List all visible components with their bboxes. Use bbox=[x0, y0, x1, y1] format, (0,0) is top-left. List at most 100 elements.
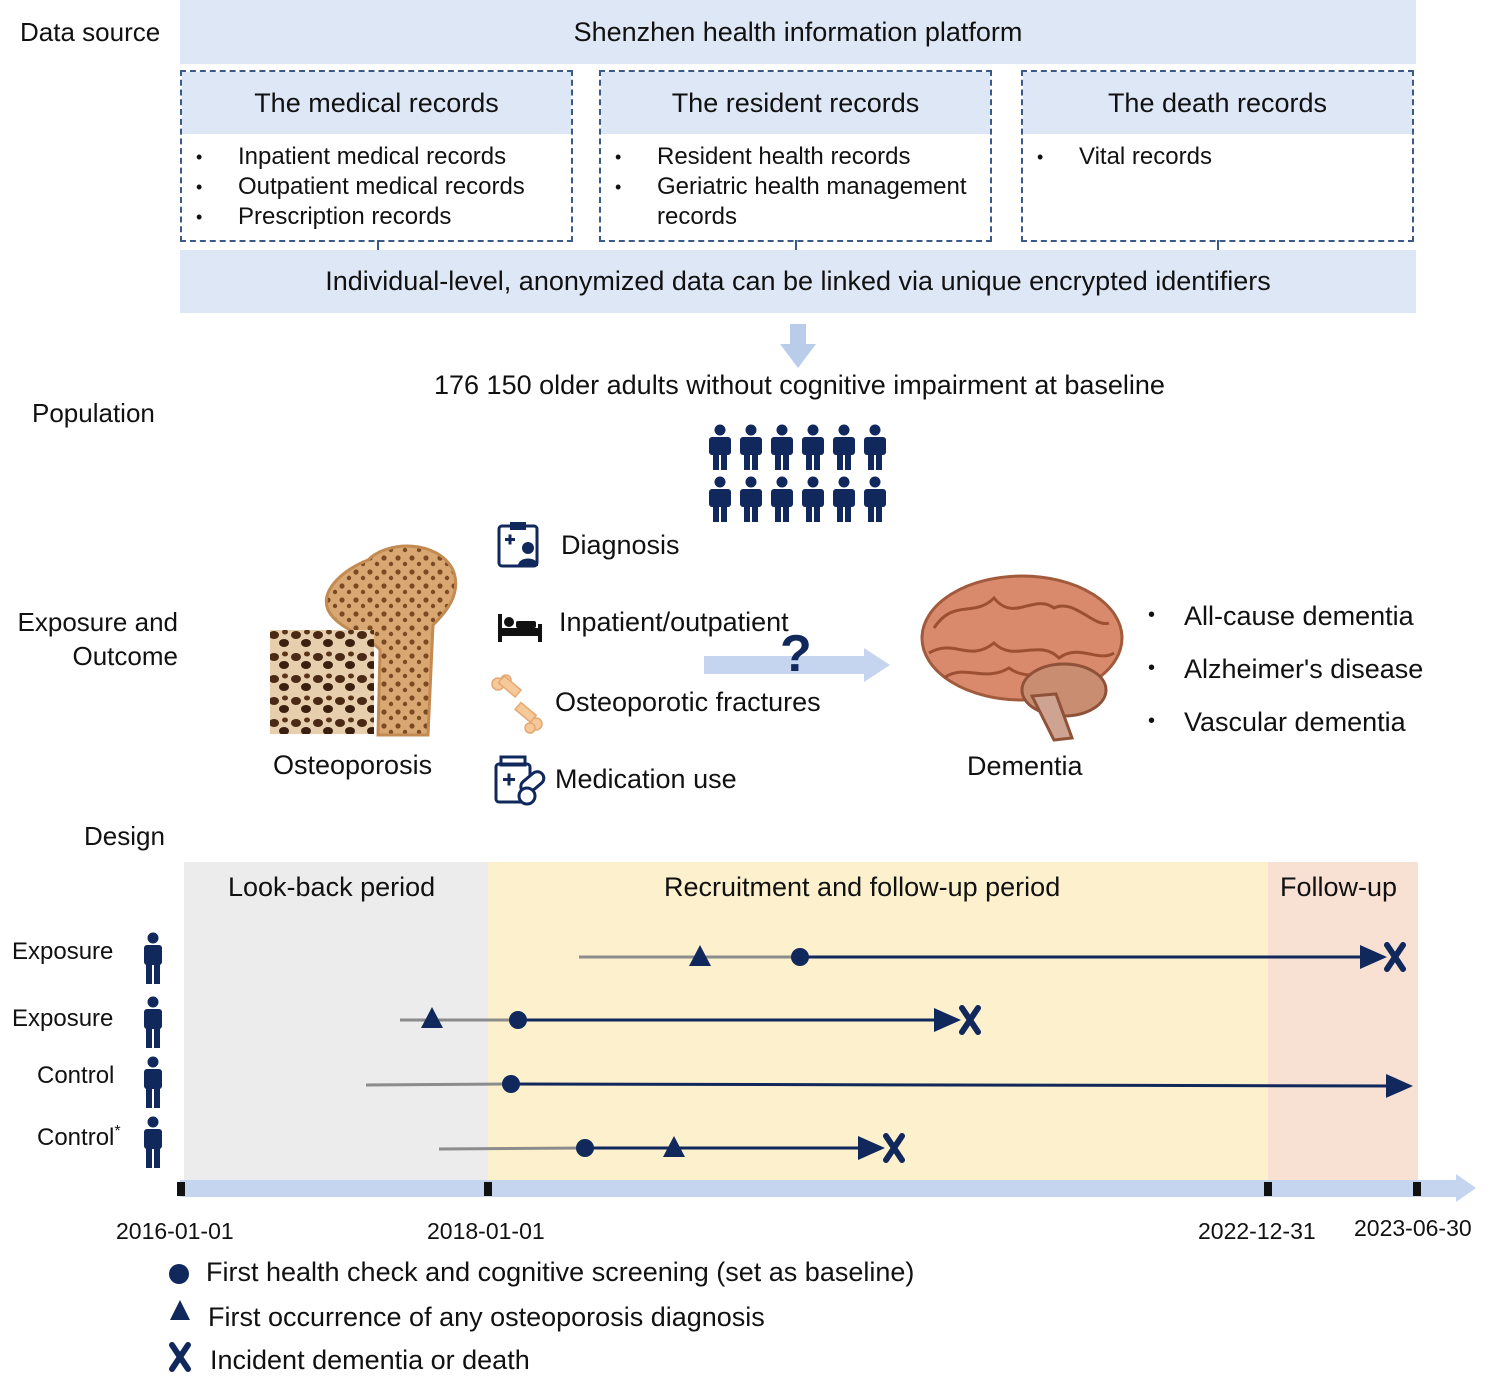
person-icon bbox=[144, 1116, 162, 1168]
hospital-bed-icon bbox=[498, 614, 542, 642]
axis-tick bbox=[484, 1182, 492, 1196]
baseline-circle-marker bbox=[502, 1075, 520, 1093]
person-icon bbox=[802, 476, 824, 522]
person-icon bbox=[144, 996, 162, 1048]
resident-records-box: The resident records Resident health rec… bbox=[599, 70, 992, 242]
osteoporosis-bone-icon bbox=[270, 544, 458, 737]
platform-title: Shenzhen health information platform bbox=[573, 17, 1023, 47]
down-arrow-icon bbox=[780, 324, 816, 368]
osteoporosis-triangle-marker bbox=[663, 1136, 685, 1157]
legend-triangle-icon bbox=[170, 1300, 190, 1320]
axis-tick bbox=[1264, 1182, 1272, 1196]
death-records-box: The death records Vital records bbox=[1021, 70, 1414, 242]
death-records-list: Vital records bbox=[1023, 142, 1412, 172]
period-label-followup: Follow-up bbox=[1280, 872, 1398, 902]
person-icon bbox=[771, 476, 793, 522]
fracture-bone-icon bbox=[491, 674, 543, 734]
person-icon bbox=[864, 424, 886, 470]
linkage-text: Individual-level, anonymized data can be… bbox=[325, 266, 1271, 296]
axis-tick bbox=[177, 1182, 185, 1196]
legend-dementia-death: Incident dementia or death bbox=[210, 1345, 530, 1375]
person-icon bbox=[709, 424, 731, 470]
exposure-item-medication-use: Medication use bbox=[555, 764, 737, 794]
exposure-item-diagnosis: Diagnosis bbox=[561, 530, 680, 560]
period-label-recruitment: Recruitment and follow-up period bbox=[664, 872, 1061, 902]
row-label-exposure-1: Exposure bbox=[12, 938, 114, 965]
association-arrow-icon bbox=[704, 648, 890, 682]
dementia-x-marker bbox=[1387, 945, 1403, 969]
exposure-item-osteoporotic-fractures: Osteoporotic fractures bbox=[555, 687, 821, 717]
time-axis bbox=[180, 1180, 1458, 1197]
list-item: Alzheimer's disease bbox=[1148, 654, 1423, 707]
row-label-control-2-text: Control bbox=[37, 1124, 115, 1151]
person-icon bbox=[709, 476, 731, 522]
period-followup bbox=[1268, 862, 1418, 1180]
list-item: Prescription records bbox=[196, 202, 571, 232]
exposure-item-inpatient-outpatient: Inpatient/outpatient bbox=[559, 607, 789, 637]
date-start: 2016-01-01 bbox=[116, 1218, 234, 1244]
baseline-circle-marker bbox=[509, 1011, 527, 1029]
list-item: Outpatient medical records bbox=[196, 172, 571, 202]
section-label-exposure-outcome: Exposure and Outcome bbox=[17, 607, 178, 671]
people-crowd-icon bbox=[709, 424, 886, 522]
medical-records-box: The medical records Inpatient medical re… bbox=[180, 70, 573, 242]
list-item: Vascular dementia bbox=[1148, 707, 1423, 760]
list-item: Resident health records bbox=[615, 142, 986, 172]
person-icon bbox=[740, 476, 762, 522]
list-item: Vital records bbox=[1037, 142, 1412, 172]
osteoporosis-triangle-marker bbox=[421, 1007, 443, 1028]
prebaseline-line bbox=[438, 1146, 586, 1151]
resident-records-list: Resident health records Geriatric health… bbox=[601, 142, 990, 232]
time-axis-arrow bbox=[1456, 1174, 1476, 1202]
legend-circle-icon bbox=[169, 1264, 189, 1284]
legend-baseline: First health check and cognitive screeni… bbox=[206, 1257, 915, 1287]
date-recruit-end: 2022-12-31 bbox=[1198, 1218, 1316, 1244]
diagnosis-icon bbox=[497, 522, 539, 568]
brain-icon bbox=[920, 574, 1124, 742]
resident-records-title: The resident records bbox=[601, 72, 990, 134]
prebaseline-line bbox=[365, 1082, 512, 1087]
section-label-population: Population bbox=[32, 398, 155, 428]
row-label-exposure-2: Exposure bbox=[12, 1005, 114, 1032]
death-records-title: The death records bbox=[1023, 72, 1412, 134]
period-label-lookback: Look-back period bbox=[228, 872, 436, 902]
person-icon bbox=[833, 476, 855, 522]
person-icon bbox=[144, 1056, 162, 1108]
outcome-list: All-cause dementia Alzheimer's disease V… bbox=[1148, 601, 1423, 760]
row-label-control-1: Control bbox=[37, 1062, 115, 1089]
followup-line bbox=[510, 1073, 1413, 1098]
axis-tick bbox=[1413, 1182, 1421, 1196]
person-icon bbox=[771, 424, 793, 470]
person-icon bbox=[740, 424, 762, 470]
box-connectors bbox=[377, 240, 1219, 250]
dementia-x-marker bbox=[886, 1136, 902, 1160]
question-mark-icon: ? bbox=[780, 625, 812, 683]
platform-banner: Shenzhen health information platform bbox=[180, 0, 1416, 64]
list-item: All-cause dementia bbox=[1148, 601, 1423, 654]
date-followup-end: 2023-06-30 bbox=[1354, 1215, 1472, 1241]
date-recruit-start: 2018-01-01 bbox=[427, 1218, 545, 1244]
section-label-data-source: Data source bbox=[20, 17, 161, 47]
dementia-x-marker bbox=[962, 1008, 978, 1032]
medication-icon bbox=[494, 755, 546, 806]
baseline-circle-marker bbox=[791, 948, 809, 966]
osteoporosis-label: Osteoporosis bbox=[273, 750, 433, 780]
list-item: Geriatric health management records bbox=[615, 172, 986, 232]
person-icon bbox=[864, 476, 886, 522]
person-icon bbox=[802, 424, 824, 470]
medical-records-title: The medical records bbox=[182, 72, 571, 134]
osteoporosis-triangle-marker bbox=[689, 945, 711, 966]
person-icon bbox=[833, 424, 855, 470]
legend-osteoporosis: First occurrence of any osteoporosis dia… bbox=[208, 1302, 765, 1332]
linkage-banner: Individual-level, anonymized data can be… bbox=[180, 250, 1416, 313]
medical-records-list: Inpatient medical records Outpatient med… bbox=[182, 142, 571, 232]
baseline-circle-marker bbox=[576, 1139, 594, 1157]
person-icon bbox=[144, 932, 162, 984]
control-asterisk: * bbox=[114, 1123, 121, 1140]
list-item: Inpatient medical records bbox=[196, 142, 571, 172]
population-text: 176 150 older adults without cognitive i… bbox=[434, 370, 1165, 400]
legend-x-icon bbox=[172, 1345, 188, 1369]
row-label-control-2: Control* bbox=[37, 1123, 121, 1152]
section-label-design: Design bbox=[84, 821, 165, 851]
